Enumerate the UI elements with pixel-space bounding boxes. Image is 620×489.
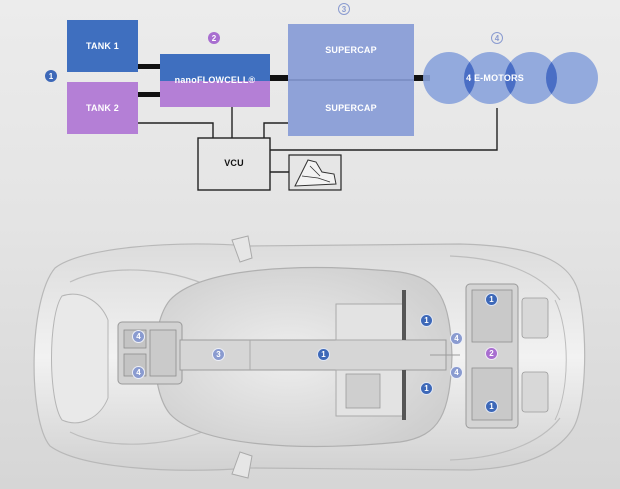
- supercap-top-label: SUPERCAP: [325, 45, 377, 55]
- callout-3-supercap: 3: [338, 3, 350, 15]
- car-callout-tank-right-low: 1: [420, 382, 433, 395]
- tank-2-label: TANK 2: [85, 103, 120, 113]
- tank-1-label: TANK 1: [85, 41, 120, 51]
- car-callout-tank-tunnel: 1: [317, 348, 330, 361]
- callout-2-flowcell: 2: [208, 32, 220, 44]
- supercap-bottom-label: SUPERCAP: [325, 103, 377, 113]
- tank-2-block: TANK 2: [67, 82, 138, 134]
- car-callout-motor-front-top: 4: [450, 332, 463, 345]
- car-callout-motor-rear-left-top: 4: [132, 330, 145, 343]
- car-callout-motor-front-bottom: 4: [450, 366, 463, 379]
- callout-4-motors: 4: [491, 32, 503, 44]
- car-callout-supercap: 3: [212, 348, 225, 361]
- callout-1-tanks: 1: [45, 70, 57, 82]
- car-callout-motor-rear-left-bottom: 4: [132, 366, 145, 379]
- car-callout-flowcell: 2: [485, 347, 498, 360]
- vcu-label-box: VCU: [198, 156, 270, 170]
- car-callout-tank-right-top: 1: [420, 314, 433, 327]
- supercap-block: SUPERCAP SUPERCAP: [288, 24, 414, 136]
- car-callout-tank-front-bottom: 1: [485, 400, 498, 413]
- flowcell-block: nanoFLOWCELL®: [160, 54, 270, 107]
- tank-1-block: TANK 1: [67, 20, 138, 72]
- flowcell-label: nanoFLOWCELL®: [174, 75, 256, 85]
- motors-label-box: 4 E-MOTORS: [455, 71, 535, 85]
- vcu-label: VCU: [224, 158, 244, 168]
- car-callout-tank-front-top: 1: [485, 293, 498, 306]
- motors-label: 4 E-MOTORS: [466, 73, 524, 83]
